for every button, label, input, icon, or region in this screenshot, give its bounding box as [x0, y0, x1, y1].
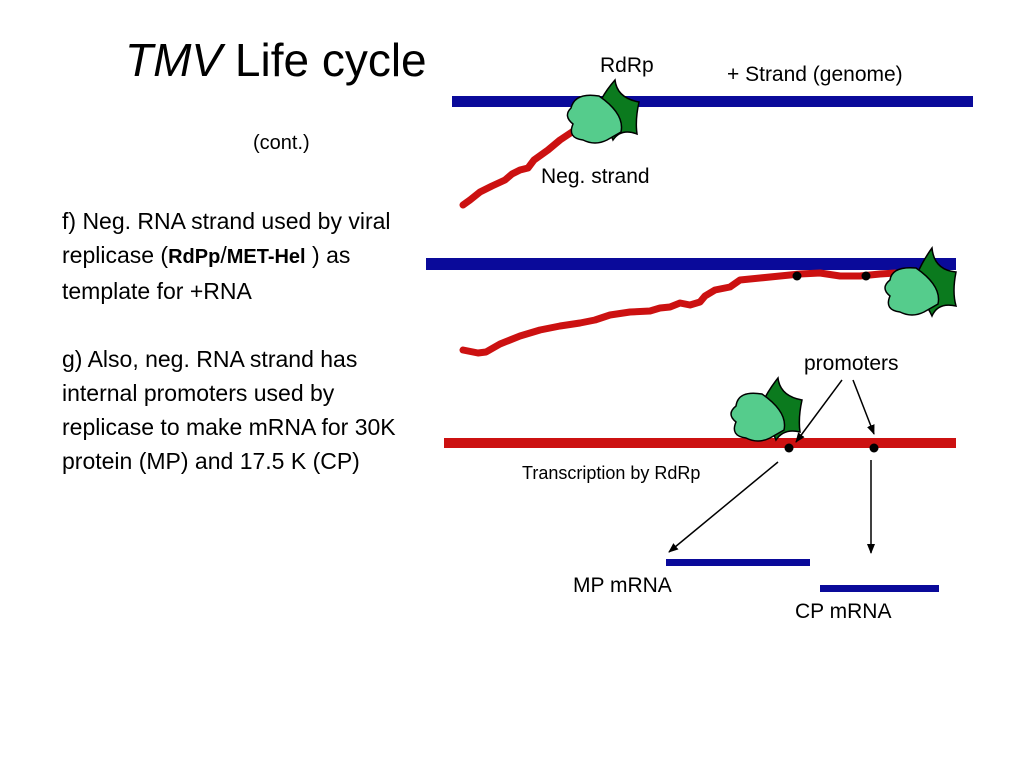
- promoter-dot-cp: [869, 443, 879, 453]
- mp-mrna-bar: [666, 559, 810, 566]
- label-rdrp: RdRp: [600, 54, 654, 77]
- promoter-arrow-cp: [852, 379, 875, 435]
- subtitle-cont: (cont.): [253, 132, 310, 154]
- cp-mrna-bar: [820, 585, 939, 592]
- label-plus-strand: + Strand (genome): [727, 63, 903, 86]
- negative-strand-template-3: [444, 438, 956, 448]
- rdrp-enzyme-icon-2: [884, 245, 958, 318]
- negative-strand-2: [459, 269, 899, 357]
- plus-strand-genome-1: [452, 96, 973, 107]
- label-cp-mrna: CP mRNA: [795, 600, 891, 623]
- title-rest: Life cycle: [222, 34, 427, 86]
- point-f-bold-rdpp: RdPp: [168, 246, 221, 268]
- point-f-prefix: f) Neg. RNA strand used by viral replica…: [62, 208, 391, 268]
- plus-strand-genome-2: [426, 258, 956, 270]
- transcription-arrow-mp: [668, 461, 779, 553]
- rdrp-enzyme-icon-1: [566, 78, 640, 144]
- point-f-suffix: ) as template for +RNA: [62, 242, 351, 304]
- label-mp-mrna: MP mRNA: [573, 574, 672, 597]
- promoter-dot-2a: [792, 271, 802, 281]
- point-g: g) Also, neg. RNA strand has internal pr…: [62, 346, 396, 474]
- promoter-dot-2b: [861, 271, 871, 281]
- slide-title: TMV Life cycle: [125, 34, 427, 87]
- rdrp-enzyme-icon-3: [730, 376, 803, 442]
- point-f: f) Neg. RNA strand used by viral replica…: [62, 204, 402, 308]
- promoter-dot-mp: [784, 443, 794, 453]
- label-neg-strand: Neg. strand: [541, 165, 650, 188]
- promoter-arrow-mp: [795, 379, 843, 443]
- label-promoters: promoters: [804, 352, 899, 375]
- title-virus-name: TMV: [125, 34, 223, 86]
- label-transcription: Transcription by RdRp: [522, 463, 700, 483]
- point-f-sep: /: [220, 242, 227, 268]
- point-f-bold-methel: MET-Hel: [226, 246, 306, 268]
- body-text: f) Neg. RNA strand used by viral replica…: [62, 204, 402, 478]
